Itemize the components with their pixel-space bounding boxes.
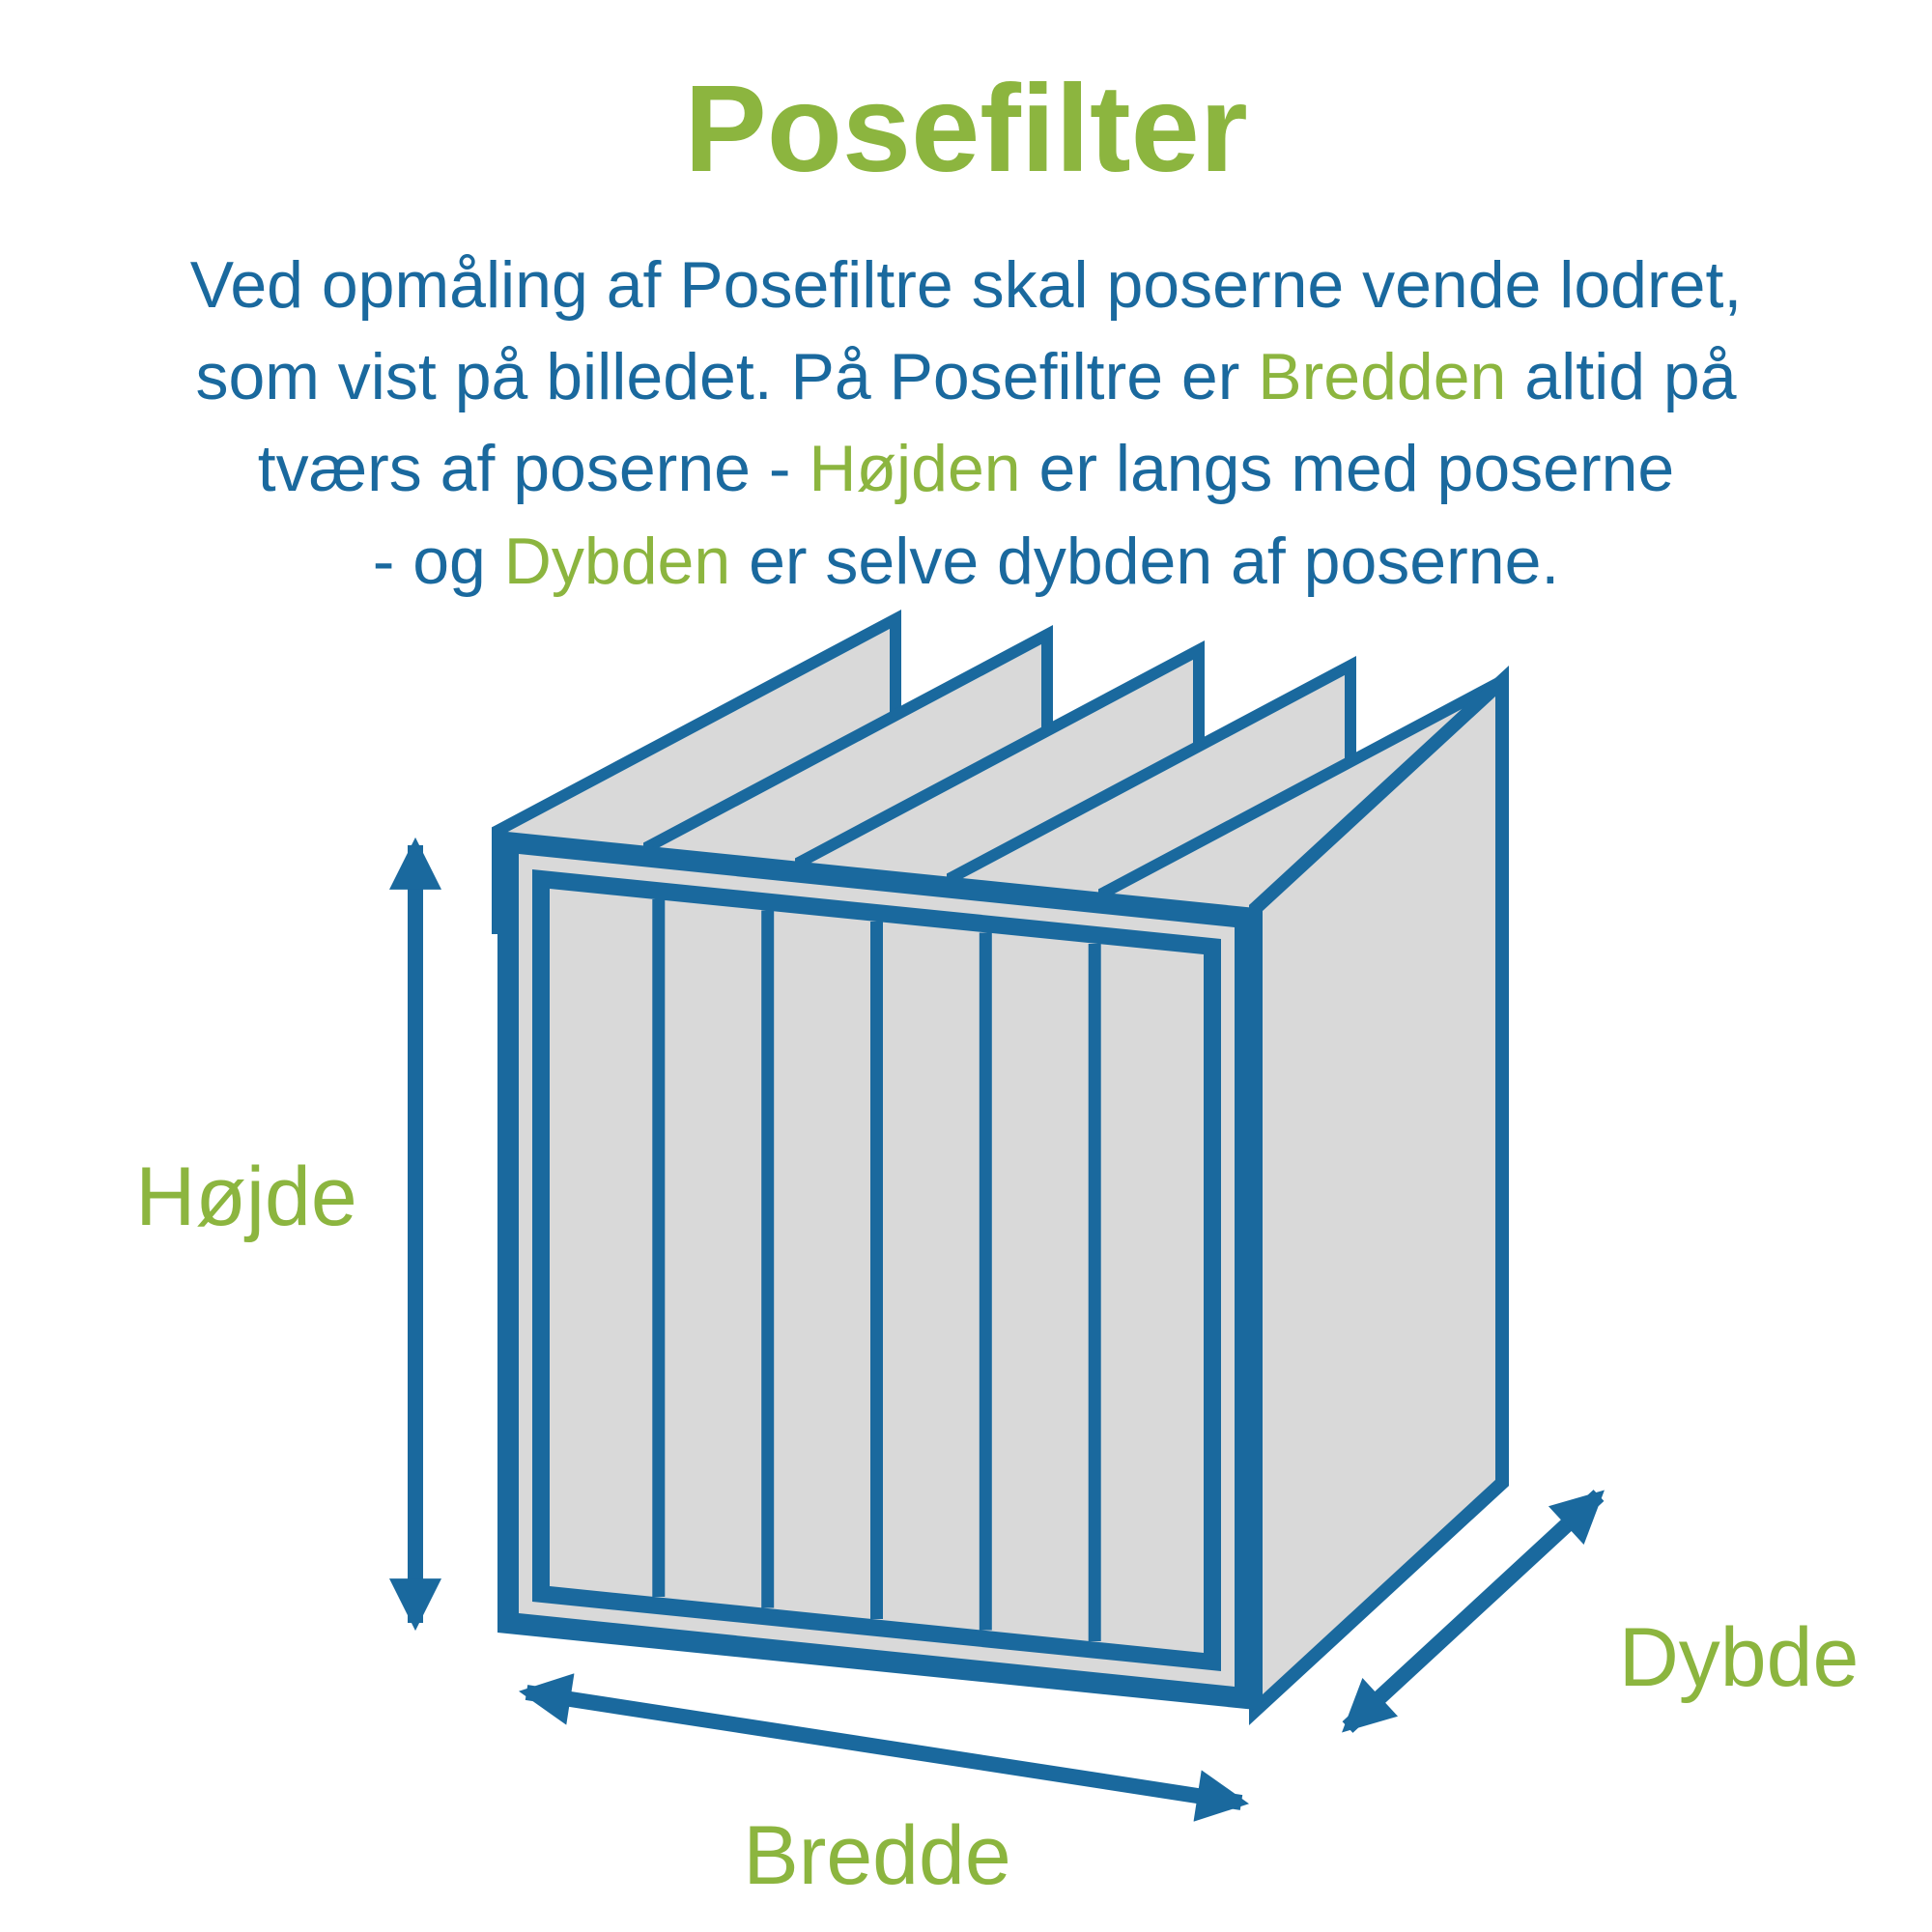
depth-arrow [1342, 1490, 1605, 1733]
description-line-3: tværs af poserne - Højden er langs med p… [0, 423, 1932, 515]
text-segment: som vist på billedet. På Posefiltre er [195, 340, 1259, 414]
text-segment: altid på [1506, 340, 1737, 414]
description: Ved opmåling af Posefiltre skal poserne … [0, 240, 1932, 608]
depth-label: Dybde [1619, 1611, 1860, 1704]
highlight-hojden: Højden [809, 432, 1021, 506]
description-line-2: som vist på billedet. På Posefiltre er B… [0, 331, 1932, 423]
page-title: Posefilter [684, 60, 1248, 198]
text-segment: tværs af poserne - [257, 432, 810, 506]
highlight-bredden: Bredden [1258, 340, 1507, 414]
description-line-1: Ved opmåling af Posefiltre skal poserne … [0, 240, 1932, 331]
text-segment: Ved opmåling af Posefiltre skal poserne … [189, 248, 1743, 322]
height-label: Højde [135, 1151, 356, 1243]
description-line-4: - og Dybden er selve dybden af poserne. [0, 516, 1932, 608]
text-segment: er selve dybden af poserne. [730, 524, 1560, 598]
width-label: Bredde [743, 1809, 1010, 1902]
text-segment: er langs med poserne [1020, 432, 1675, 506]
width-arrow [518, 1673, 1250, 1822]
highlight-dybden: Dybden [503, 524, 731, 598]
text-segment: - og [372, 524, 504, 598]
